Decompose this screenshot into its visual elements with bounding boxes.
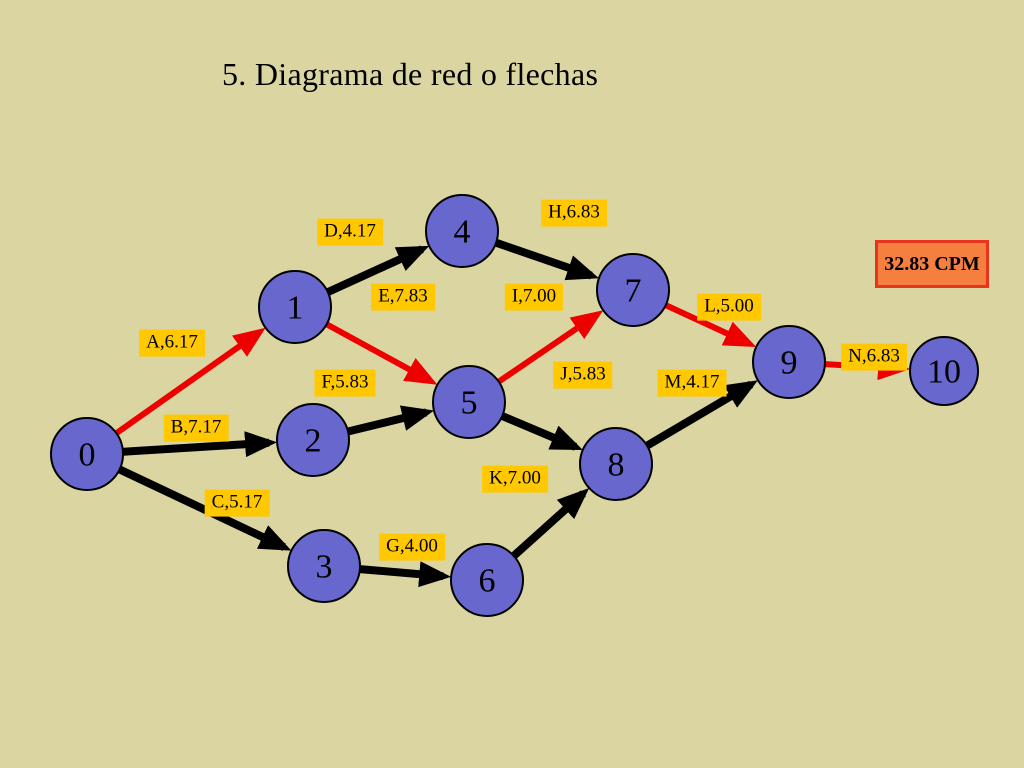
- node-0-circle: [50, 417, 124, 491]
- edge-G-arrow: [359, 561, 452, 588]
- edge-C-arrow: [117, 465, 292, 551]
- node-10-circle: [909, 336, 979, 406]
- node-0-label: 0: [79, 437, 96, 474]
- edge-A-arrow: [114, 327, 266, 436]
- node-1-circle: [258, 270, 332, 344]
- edge-B-arrow: [122, 431, 278, 458]
- node-9-label: 9: [781, 345, 798, 382]
- node-8-circle: [579, 427, 653, 501]
- node-6-circle: [450, 543, 524, 617]
- node-3-label: 3: [316, 549, 333, 586]
- edge-K-arrow: [511, 488, 590, 559]
- node-7-label: 7: [625, 273, 642, 310]
- node-1-label: 1: [287, 290, 304, 327]
- node-9-circle: [752, 325, 826, 399]
- edge-N-arrow: [824, 354, 911, 381]
- node-3-circle: [287, 529, 361, 603]
- edge-D-arrow: [326, 245, 430, 296]
- edge-F-arrow: [347, 405, 435, 436]
- nodes-group: 0 1 2 3 4 5 6 7 8 9 10: [50, 194, 979, 617]
- node-10-label: 10: [927, 354, 961, 391]
- edge-J-arrow: [500, 412, 583, 451]
- node-8-label: 8: [608, 447, 625, 484]
- edge-M-arrow: [644, 380, 758, 450]
- edge-E-arrow: [325, 321, 438, 385]
- node-4-label: 4: [454, 214, 471, 251]
- edge-L-arrow: [664, 302, 757, 347]
- node-6-label: 6: [479, 563, 496, 600]
- node-2-label: 2: [305, 423, 322, 460]
- node-2-circle: [276, 403, 350, 477]
- edge-I-arrow: [497, 310, 604, 385]
- edges-group: [114, 238, 911, 588]
- slide-title: 5. Diagrama de red o flechas: [222, 56, 599, 92]
- node-5-label: 5: [461, 385, 478, 422]
- node-4-circle: [425, 194, 499, 268]
- edge-H-arrow: [494, 238, 599, 281]
- node-5-circle: [432, 365, 506, 439]
- cpm-total-box: 32.83 CPM: [875, 240, 989, 288]
- node-7-circle: [596, 253, 670, 327]
